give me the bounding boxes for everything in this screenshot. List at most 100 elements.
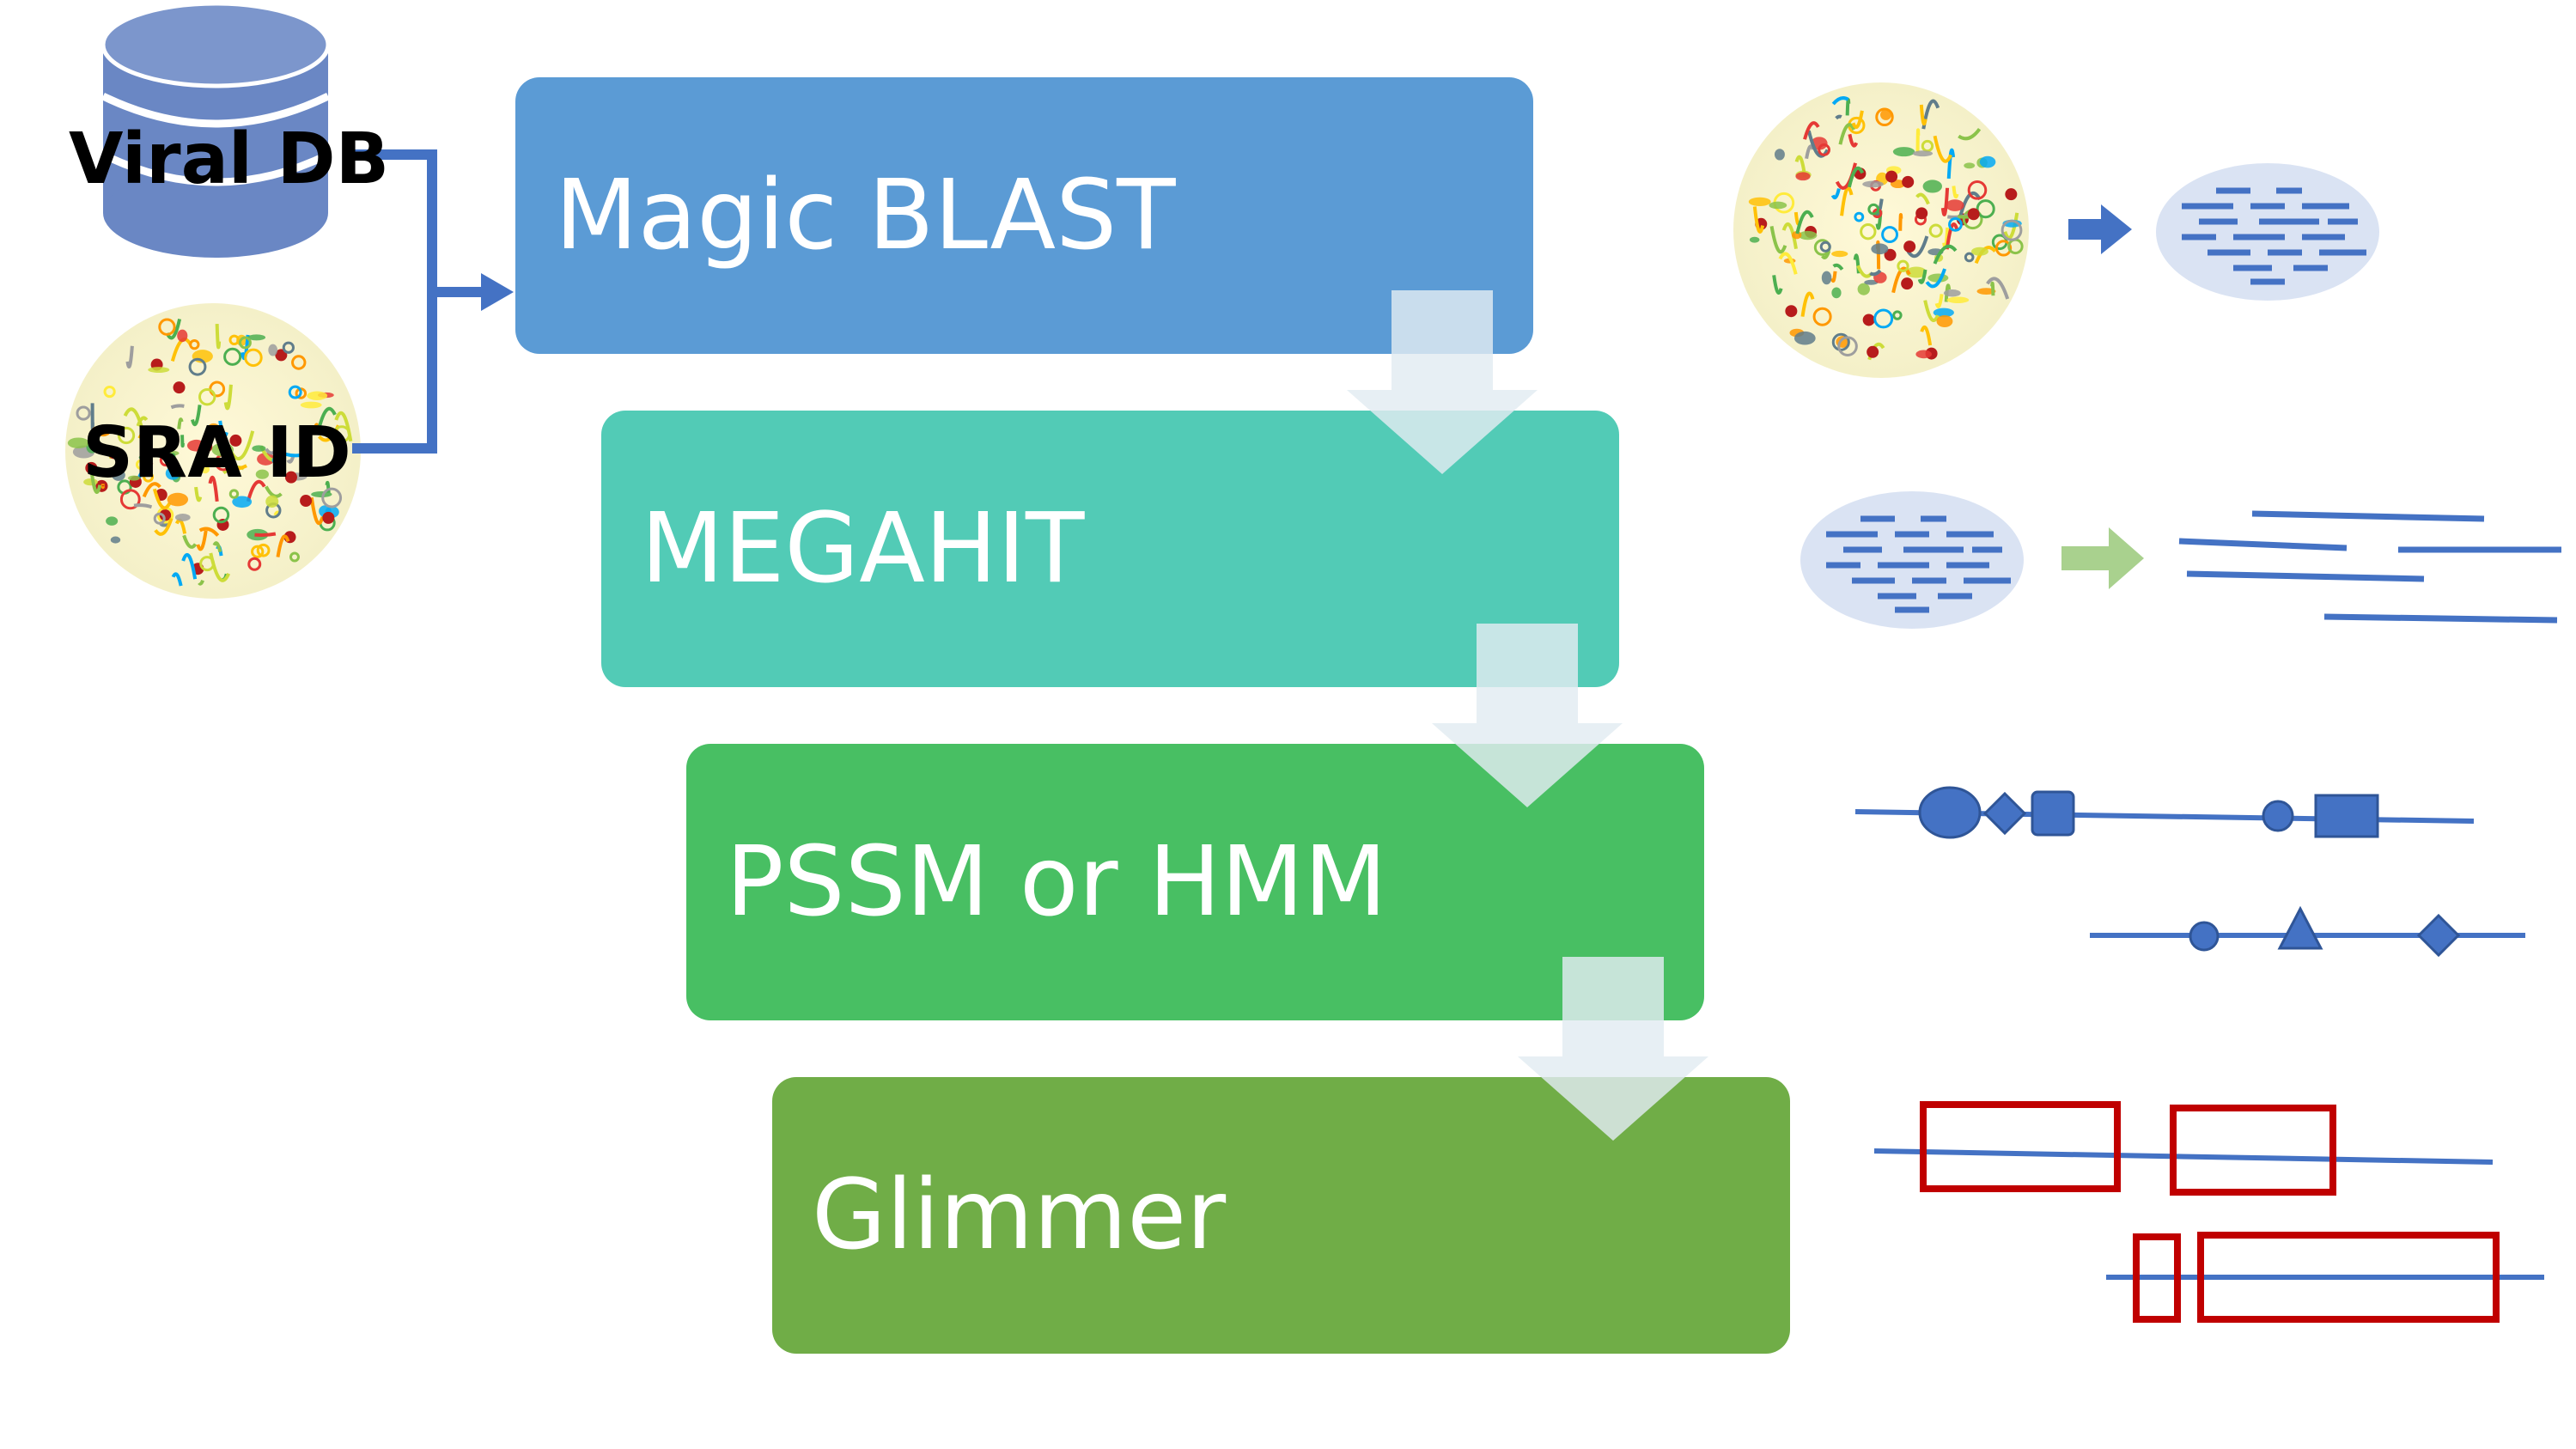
microbe-glyph [215, 323, 222, 350]
microbe-glyph [199, 556, 216, 572]
microbe-glyph [1922, 180, 1943, 193]
protein-domain-icon [1854, 786, 2525, 958]
microbe-glyph [1967, 208, 1980, 221]
microbe-glyph [228, 334, 240, 346]
microbe-glyph [1772, 275, 1783, 295]
microbe-glyph [138, 454, 152, 460]
microbe-glyph [173, 381, 186, 394]
microbe-glyph [1958, 127, 1982, 141]
microbe-glyph [200, 440, 213, 453]
microbe-glyph [177, 417, 184, 429]
microbe-glyph [1830, 271, 1837, 283]
microbe-glyph [1774, 149, 1785, 161]
microbe-glyph [1933, 135, 1952, 163]
microbe-glyph [1821, 271, 1832, 285]
microbe-glyph [1830, 188, 1841, 200]
microbe-glyph [1837, 336, 1858, 356]
microbe-glyph [1835, 162, 1857, 190]
microbe-glyph [1915, 207, 1928, 220]
microbe-glyph [1848, 133, 1859, 148]
microbe-glyph [159, 509, 172, 522]
microbe-glyph [289, 551, 300, 563]
microbe-glyph [1785, 305, 1798, 318]
microbe-glyph [1912, 150, 1934, 157]
microbe-glyph [1884, 248, 1897, 261]
microbe-glyph [1964, 162, 1976, 169]
microbe-glyph [1800, 291, 1815, 317]
microbe-glyph [1917, 269, 1927, 284]
microbe-glyph [159, 454, 173, 467]
microbe-glyph [271, 456, 283, 465]
microbe-glyph [1769, 226, 1787, 254]
microbe-glyph [1794, 155, 1807, 177]
microbe-glyph [212, 506, 230, 524]
microbe-glyph [158, 318, 176, 336]
step-megahit-label: MEGAHIT [641, 493, 1085, 605]
step-magic-blast: Magic BLAST [515, 77, 1533, 354]
microbe-glyph [180, 435, 185, 448]
microbe-glyph [165, 466, 180, 480]
microbe-glyph [1946, 148, 1956, 180]
microbe-glyph [1798, 230, 1818, 240]
microbe-glyph [188, 357, 207, 376]
microbe-glyph [265, 447, 276, 455]
microbe-glyph [1964, 252, 1975, 263]
microbe-glyph [1990, 281, 1995, 296]
microbe-glyph [1952, 186, 1959, 199]
microbe-glyph [1925, 268, 1946, 289]
microbe-glyph [136, 416, 149, 427]
microbe-glyph [117, 426, 136, 445]
connector-arrow-head [481, 273, 514, 311]
microbe-glyph [181, 552, 198, 580]
microbe-glyph [91, 426, 110, 437]
microbe-glyph [1902, 175, 1915, 188]
microbe-glyph [1851, 110, 1864, 129]
microbe-glyph [1840, 186, 1854, 216]
microbe-glyph [332, 425, 351, 443]
microbe-glyph [284, 471, 297, 484]
microbe-glyph [1906, 235, 1929, 259]
microbe-glyph [1864, 279, 1879, 285]
microbe-glyph [1976, 288, 1996, 295]
microbe-glyph [198, 527, 220, 537]
microbe-glyph [1944, 283, 1952, 302]
microbe-glyph [300, 401, 322, 409]
microbe-glyph [1923, 300, 1940, 322]
microbe-glyph [1781, 222, 1798, 250]
microbe-glyph [254, 532, 277, 537]
microbe-glyph [229, 430, 255, 461]
microbe-glyph [143, 471, 155, 483]
microbe-glyph [1919, 104, 1927, 126]
microbe-glyph [256, 543, 271, 557]
microbe-glyph [196, 530, 208, 551]
assembly-arrow-icon [2061, 527, 2144, 589]
microbe-glyph [268, 344, 278, 356]
microbe-glyph [316, 406, 337, 434]
microbe-glyph [123, 407, 146, 437]
microbe-glyph [198, 387, 216, 406]
microbe-glyph [239, 336, 252, 350]
microbe-glyph [125, 345, 134, 368]
microbe-glyph [1778, 252, 1798, 275]
microbe-glyph [1933, 307, 1954, 318]
microbe-glyph [1845, 98, 1851, 116]
microbe-glyph [1871, 243, 1889, 255]
microbe-glyph [135, 459, 147, 471]
microbe-glyph [229, 434, 242, 447]
microbe-glyph [247, 334, 266, 341]
microbe-glyph [1769, 201, 1787, 210]
microbe-glyph [1915, 128, 1921, 153]
microbe-glyph [1933, 244, 1958, 265]
microbe-glyph [1943, 289, 1961, 297]
microbe-glyph [1946, 199, 1964, 211]
microbe-glyph [206, 423, 221, 436]
microbe-glyph [1862, 180, 1884, 188]
microbe-glyph [208, 475, 219, 502]
microbe-glyph [119, 489, 141, 510]
microbe-glyph [309, 497, 325, 526]
microbe-glyph [1903, 240, 1916, 253]
microbe-glyph [1795, 210, 1814, 234]
microbe-glyph [133, 503, 153, 509]
microbe-glyph [1880, 109, 1892, 120]
microbe-glyph [288, 385, 302, 399]
